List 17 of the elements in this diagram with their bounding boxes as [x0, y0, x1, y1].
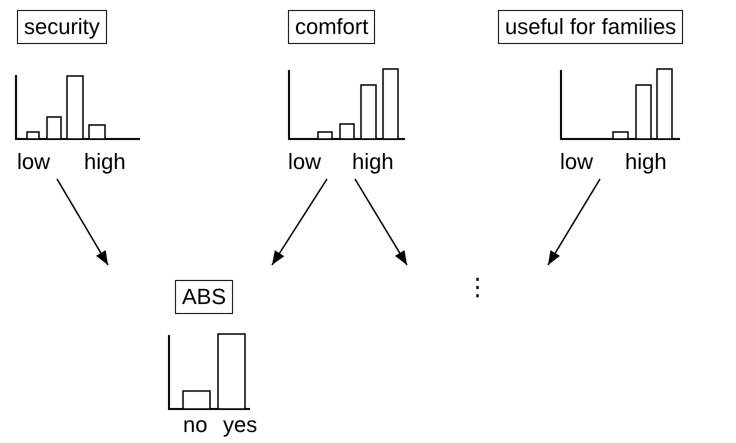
axis-label: low	[288, 150, 322, 174]
arrow	[547, 178, 601, 266]
axis-label: low	[560, 150, 594, 174]
arrow	[354, 178, 408, 266]
node-label: security	[17, 10, 107, 44]
arrow	[56, 178, 109, 266]
node-label: comfort	[288, 10, 376, 44]
axis-label: high	[352, 150, 394, 174]
axis-label: high	[84, 150, 126, 174]
arrow	[271, 178, 328, 266]
axis-label: yes	[223, 413, 258, 437]
node-label: useful for families	[498, 10, 684, 44]
axis-label: no	[183, 413, 208, 437]
axis-label: high	[625, 150, 667, 174]
ellipsis: ⋮	[464, 273, 490, 303]
node-label: ABS	[175, 280, 234, 314]
axis-label: low	[17, 150, 50, 174]
